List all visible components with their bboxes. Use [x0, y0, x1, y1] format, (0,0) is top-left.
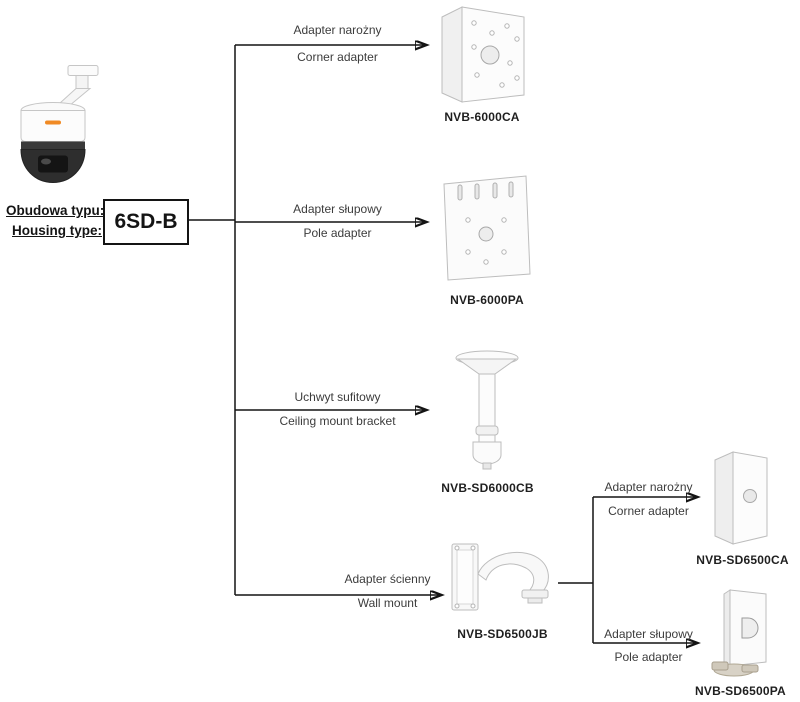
source-label-en: Housing type:	[12, 223, 102, 238]
model-label-nvbsd6500pa: NVB-SD6500PA	[695, 684, 786, 698]
model-label-nvbsd6000cb: NVB-SD6000CB	[441, 481, 534, 495]
model-label-nvb6000ca: NVB-6000CA	[444, 110, 520, 124]
subbranch1-label-pl: Adapter narożny	[604, 480, 693, 494]
pole-adapter-nvbsd6500pa-image	[711, 589, 767, 677]
subbranch2-label-pl: Adapter słupowy	[604, 627, 693, 641]
corner-adapter-nvb6000ca-image	[441, 6, 525, 103]
model-label-nvb6000pa: NVB-6000PA	[450, 293, 524, 307]
branch3-label-pl: Uchwyt sufitowy	[294, 390, 381, 404]
branch1-label-en: Corner adapter	[297, 50, 378, 64]
wall-mount-nvbsd6500jb-image	[451, 543, 549, 611]
ptz-camera-image	[20, 65, 99, 184]
subbranch1-label-en: Corner adapter	[608, 504, 689, 518]
subbranch2-label-en: Pole adapter	[614, 650, 683, 664]
branch1-label-pl: Adapter narożny	[293, 23, 382, 37]
housing-model-box: 6SD-B	[103, 199, 189, 245]
branch4-label-pl: Adapter ścienny	[344, 572, 431, 586]
model-label-nvbsd6500ca: NVB-SD6500CA	[696, 553, 789, 567]
branch4-label-en: Wall mount	[357, 596, 418, 610]
branch2-label-pl: Adapter słupowy	[293, 202, 382, 216]
source-label-pl: Obudowa typu:	[6, 203, 105, 218]
corner-adapter-nvbsd6500ca-image	[714, 451, 768, 545]
branch3-label-en: Ceiling mount bracket	[279, 414, 396, 428]
model-label-nvbsd6500jb: NVB-SD6500JB	[457, 627, 548, 641]
pole-adapter-nvb6000pa-image	[443, 175, 531, 281]
branch2-label-en: Pole adapter	[303, 226, 372, 240]
ceiling-mount-nvbsd6000cb-image	[455, 350, 519, 470]
